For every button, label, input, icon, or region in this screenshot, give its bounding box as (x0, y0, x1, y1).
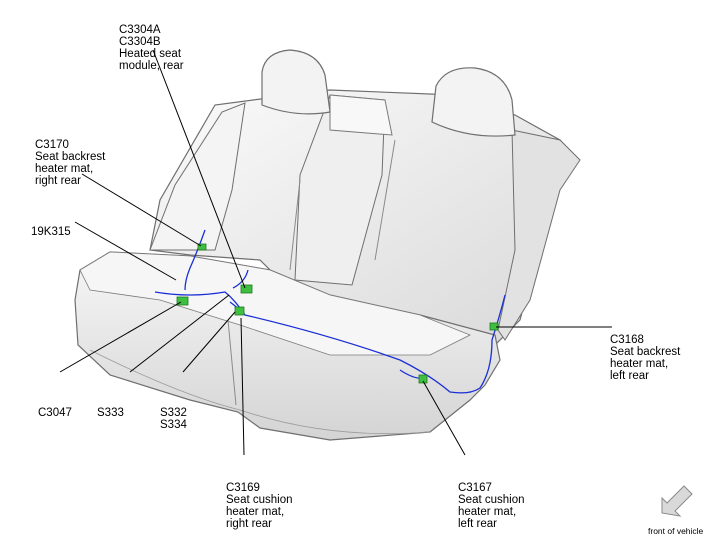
label-s333: S333 (97, 407, 124, 419)
cushion-seam (227, 319, 237, 406)
label-19k315: 19K315 (31, 226, 71, 238)
seatback-seam (289, 179, 301, 271)
center-armrest-top (329, 94, 393, 136)
connector-c3169 (234, 306, 245, 316)
front-of-vehicle-label: front of vehicle (648, 526, 704, 536)
seatback-bolster-right (149, 102, 246, 251)
headrest-left (431, 67, 516, 137)
connector-c3167 (418, 374, 428, 384)
leader-lines (59, 49, 612, 456)
front-of-vehicle-arrow (661, 485, 693, 517)
cushion-front-edge (89, 349, 431, 435)
connector-c3047 (176, 296, 189, 306)
connector-c3170 (197, 243, 207, 251)
headrest-right (261, 49, 331, 115)
cushion-top-surface (79, 251, 471, 356)
seatback-bolster-left (497, 129, 581, 341)
seatback-seam (374, 139, 396, 261)
connector-c3304 (240, 284, 253, 294)
label-c3047: C3047 (38, 407, 72, 419)
